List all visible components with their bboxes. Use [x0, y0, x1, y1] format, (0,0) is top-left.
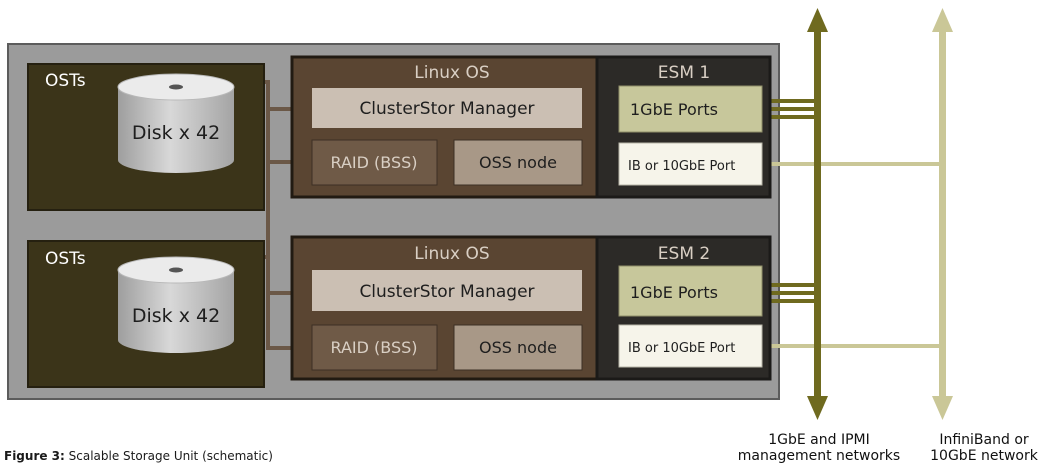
osts-label: OSTs	[45, 249, 86, 269]
raid-label: RAID (BSS)	[330, 153, 417, 172]
management-network-label-line2: management networks	[737, 448, 901, 464]
disk-icon	[117, 73, 235, 173]
management-network-arrow	[807, 8, 828, 420]
gbe-ports-box	[618, 85, 763, 133]
figure-number: Figure 3:	[4, 449, 65, 463]
clusterstor-manager-label: ClusterStor Manager	[359, 99, 534, 119]
oss-node-box	[453, 324, 583, 371]
gbe-ports-label: 1GbE Ports	[630, 100, 718, 119]
data-network-label-line1: InfiniBand or	[939, 432, 1029, 448]
figure-caption-text: Scalable Storage Unit (schematic)	[68, 449, 273, 463]
figure-caption: Figure 3: Scalable Storage Unit (schemat…	[4, 449, 273, 463]
gbe-ports-label: 1GbE Ports	[630, 283, 718, 302]
disk-label: Disk x 42	[132, 122, 220, 144]
ib-port-label: IB or 10GbE Port	[628, 159, 735, 174]
storage-unit-1: OSTs Disk x 42 Linux OS ESM 1 ClusterSto…	[27, 55, 772, 211]
ib-port-box	[618, 142, 763, 186]
disk-label: Disk x 42	[132, 305, 220, 327]
network-lines	[762, 99, 942, 348]
data-network-label: InfiniBand or 10GbE network	[920, 432, 1048, 464]
gbe-ports-box	[618, 265, 763, 317]
data-network-label-line2: 10GbE network	[930, 448, 1038, 464]
os-label: Linux OS	[414, 63, 489, 83]
storage-unit-2: OSTs Disk x 42 Linux OS ESM 2 ClusterSto…	[27, 235, 772, 388]
disk-icon	[117, 256, 235, 353]
oss-node-label: OSS node	[479, 153, 557, 172]
raid-box	[311, 324, 438, 371]
clusterstor-manager-label: ClusterStor Manager	[359, 282, 534, 302]
raid-label: RAID (BSS)	[330, 338, 417, 357]
ib-port-label: IB or 10GbE Port	[628, 341, 735, 356]
management-network-label-line1: 1GbE and IPMI	[768, 432, 870, 448]
oss-node-box	[453, 139, 583, 186]
management-network-label: 1GbE and IPMI management networks	[724, 432, 914, 464]
esm-label: ESM 2	[658, 244, 710, 264]
ib-port-box	[618, 324, 763, 368]
clusterstor-manager-box	[312, 88, 582, 128]
os-label: Linux OS	[414, 244, 489, 264]
osts-label: OSTs	[45, 71, 86, 91]
esm-label: ESM 1	[658, 63, 710, 83]
clusterstor-manager-box	[312, 270, 582, 311]
raid-box	[311, 139, 438, 186]
data-network-arrow	[932, 8, 953, 420]
oss-node-label: OSS node	[479, 338, 557, 357]
